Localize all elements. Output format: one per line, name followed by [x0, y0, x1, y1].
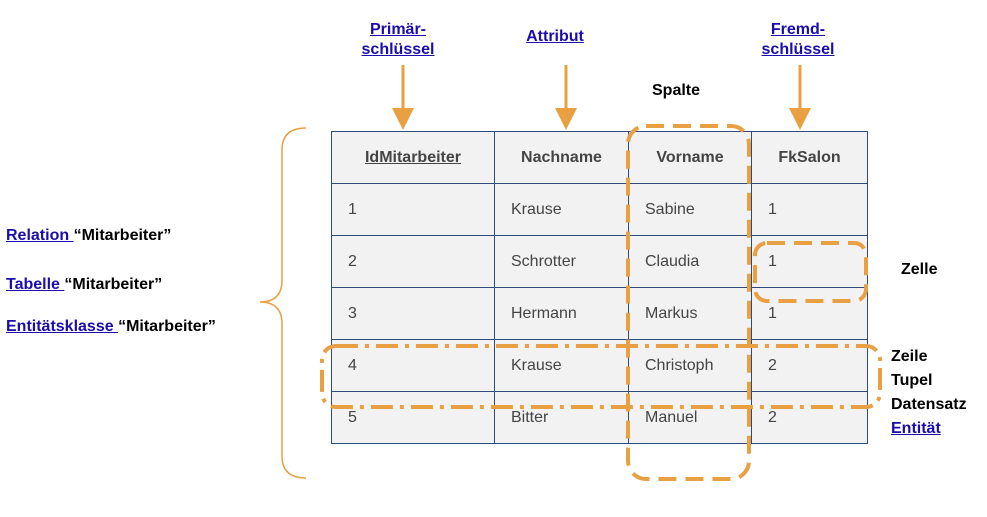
table-cell: 3: [331, 287, 495, 340]
attribute-label-text[interactable]: Attribut: [526, 28, 584, 45]
table-cell: 1: [751, 287, 868, 340]
primary-key-label[interactable]: Primär- schlüssel: [348, 20, 448, 60]
table-link[interactable]: Tabelle: [6, 276, 65, 293]
header-fksalon: FkSalon: [751, 131, 868, 184]
header-idmitarbeiter: IdMitarbeiter: [331, 131, 495, 184]
relation-brace: [259, 127, 307, 479]
table-cell: 5: [331, 391, 495, 444]
relation-name: “Mitarbeiter”: [73, 227, 172, 244]
column-highlight: [626, 124, 751, 481]
cell-label: Zelle: [901, 261, 938, 278]
arrow-primary-key: [392, 65, 414, 130]
table-label: Tabelle “Mitarbeiter”: [6, 276, 162, 294]
row-label-datensatz: Datensatz: [891, 396, 967, 413]
arrow-foreign-key: [789, 65, 811, 130]
primary-key-label-line1[interactable]: Primär-: [369, 21, 427, 38]
table-cell: Schrotter: [494, 235, 629, 288]
entity-class-label: Entitätsklasse “Mitarbeiter”: [6, 318, 216, 336]
foreign-key-label[interactable]: Fremd- schlüssel: [748, 20, 848, 60]
table-cell: Manuel: [628, 391, 752, 444]
row-label-entity-link[interactable]: Entität: [891, 420, 941, 437]
row-label-tupel: Tupel: [891, 372, 933, 389]
cell-highlight: [753, 241, 868, 303]
entity-class-link[interactable]: Entitätsklasse: [6, 318, 119, 335]
table-cell: 2: [751, 391, 868, 444]
row-highlight: [320, 344, 882, 409]
primary-key-label-line2[interactable]: schlüssel: [361, 41, 435, 58]
row-labels: Zeile Tupel Datensatz Entität: [891, 345, 967, 441]
arrow-attribute: [555, 65, 577, 130]
employee-table: IdMitarbeiter Nachname Vorname FkSalon 1…: [331, 131, 868, 444]
table-cell: Bitter: [494, 391, 629, 444]
table-name: “Mitarbeiter”: [64, 276, 163, 293]
foreign-key-label-line2[interactable]: schlüssel: [761, 41, 835, 58]
table-cell: 2: [331, 235, 495, 288]
table-row: 5 Bitter Manuel 2: [331, 391, 868, 444]
table-cell: Krause: [494, 183, 629, 236]
row-label-zeile: Zeile: [891, 348, 928, 365]
attribute-label[interactable]: Attribut: [505, 27, 605, 47]
entity-class-name: “Mitarbeiter”: [118, 318, 216, 335]
column-label: Spalte: [652, 82, 701, 99]
table-cell: Claudia: [628, 235, 752, 288]
header-vorname: Vorname: [628, 131, 752, 184]
table-row: 1 Krause Sabine 1: [331, 183, 868, 236]
relation-link[interactable]: Relation: [6, 227, 74, 244]
table-cell: 1: [751, 183, 868, 236]
relation-label: Relation “Mitarbeiter”: [6, 227, 171, 245]
foreign-key-label-line1[interactable]: Fremd-: [770, 21, 826, 38]
table-cell: Sabine: [628, 183, 752, 236]
